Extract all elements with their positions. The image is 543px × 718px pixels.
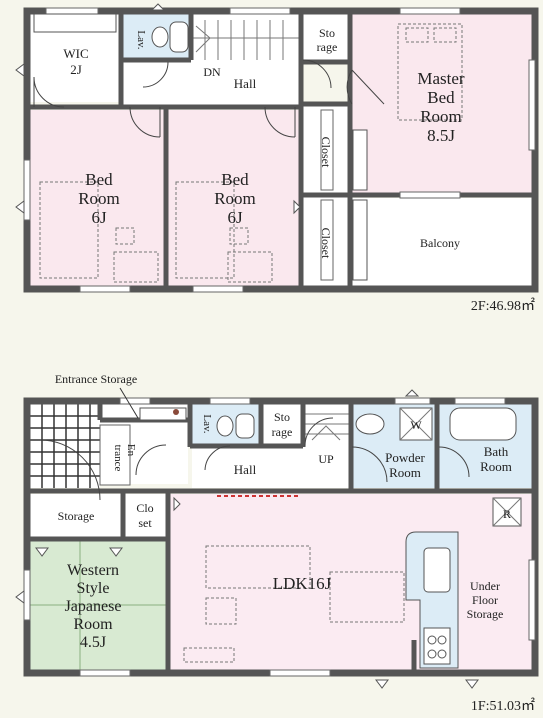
closet-1f-label-2: set xyxy=(138,516,152,530)
bed1-label-1: Bed xyxy=(85,170,113,189)
japanese-label-2: Style xyxy=(77,580,110,597)
hall-2f xyxy=(122,60,300,105)
entrance-mat xyxy=(99,424,131,486)
storage-2f-label-1: Sto xyxy=(319,26,335,40)
closet1-label: Closet xyxy=(319,137,333,168)
balcony xyxy=(352,198,532,286)
wic-label: WIC xyxy=(63,46,88,61)
ldk-label: LDK16J xyxy=(273,574,332,593)
wic-size: 2J xyxy=(70,62,82,77)
master-label-3: Room xyxy=(420,107,462,126)
bedroom-1 xyxy=(30,110,164,286)
hall-1f-label: Hall xyxy=(234,462,257,477)
stairs-2f-steps xyxy=(192,20,300,60)
lav-2f-label: Lav. xyxy=(135,30,147,49)
closet2-label: Closet xyxy=(319,228,333,259)
washer-label: W xyxy=(410,418,422,432)
closet-1f-label-1: Clo xyxy=(136,501,153,515)
powder-label-2: Room xyxy=(389,465,421,480)
entrance-label-2: trance xyxy=(112,445,124,472)
up-label: UP xyxy=(318,452,334,466)
under-floor-label-1: Under xyxy=(470,579,500,593)
lav-1f-label: Lav. xyxy=(201,414,213,433)
under-floor-label-2: Floor xyxy=(472,593,498,607)
stairs-2f xyxy=(192,14,300,60)
storage-1f xyxy=(30,494,122,538)
storage-1f-small-label-2: rage xyxy=(272,425,293,439)
master-label-1: Master xyxy=(417,69,465,88)
entrance-storage-label: Entrance Storage xyxy=(55,372,137,386)
fridge-label: R xyxy=(503,507,511,521)
bath-label-2: Room xyxy=(480,459,512,474)
entrance-tiles xyxy=(30,404,100,488)
bed2-label-2: Room xyxy=(214,189,256,208)
storage-1f-label: Storage xyxy=(58,509,95,523)
master-label-2: Bed xyxy=(427,88,455,107)
first-floor: Entrance Storage En trance Lav. Sto rage… xyxy=(15,372,539,714)
floor2-area: 2F:46.98㎡ xyxy=(471,298,535,314)
storage-1f-small-label-1: Sto xyxy=(274,410,290,424)
storage-2f xyxy=(303,14,352,62)
japanese-label-3: Japanese xyxy=(65,598,122,615)
japanese-label-4: Room xyxy=(73,616,113,633)
under-floor-label-3: Storage xyxy=(467,607,504,621)
hall-1f xyxy=(192,444,350,488)
bath-label-1: Bath xyxy=(484,444,509,459)
closet-1f xyxy=(124,494,166,538)
balcony-label: Balcony xyxy=(420,236,460,250)
storage-1f-small xyxy=(262,404,302,444)
japanese-label-1: Western xyxy=(67,562,119,579)
japanese-size: 4.5J xyxy=(80,634,106,651)
bed1-size: 6J xyxy=(91,208,107,227)
tatami-lines xyxy=(30,540,166,670)
bed2-label-1: Bed xyxy=(221,170,249,189)
stairs-1f-steps xyxy=(305,413,350,441)
second-floor: WIC 2J Lav. Sto rage DN Hall Master Bed … xyxy=(15,3,539,314)
ldk xyxy=(170,494,414,670)
storage-2f-label-2: rage xyxy=(317,40,338,54)
hall-2f-label: Hall xyxy=(234,76,257,91)
floor1-area: 1F:51.03㎡ xyxy=(471,698,535,714)
closet-2f-2 xyxy=(303,197,349,286)
dn-label: DN xyxy=(203,65,221,79)
entrance-label-1: En xyxy=(125,444,137,457)
bed2-size: 6J xyxy=(227,208,243,227)
closet-2f-1 xyxy=(303,106,349,194)
master-bedroom xyxy=(352,14,532,194)
powder-label-1: Powder xyxy=(385,450,425,465)
bed1-label-2: Room xyxy=(78,189,120,208)
master-size: 8.5J xyxy=(427,126,455,145)
